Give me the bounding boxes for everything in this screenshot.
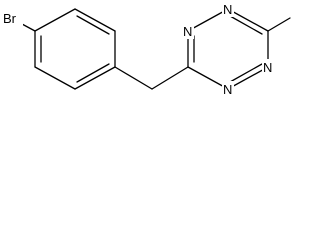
bond-n1-c6 xyxy=(227,8,269,32)
bond-c5-c6 xyxy=(34,66,76,90)
nitrogen-label-n5: N xyxy=(263,60,272,75)
bond-c4-c5 xyxy=(74,66,116,90)
bond-n5-n4 xyxy=(227,66,269,90)
double-bond-inner-top xyxy=(76,15,110,35)
bond-c1-c2 xyxy=(34,8,76,32)
bond-ch2-tetrazine xyxy=(151,66,189,90)
nitrogen-label-n2: N xyxy=(183,24,192,39)
bond-n2-n1 xyxy=(187,8,229,32)
tetrazine-double-bond-inner-bottom xyxy=(229,63,263,83)
bond-c2-c3 xyxy=(74,8,116,32)
nitrogen-label-n4: N xyxy=(223,82,232,97)
nitrogen-label-bg-1 xyxy=(222,1,234,17)
bromine-label-bg xyxy=(1,10,23,26)
benzene-ring xyxy=(34,8,116,90)
bond-ring-ch2 xyxy=(114,66,153,90)
nitrogen-label-bg-4 xyxy=(222,81,234,97)
double-bond-inner-bottom xyxy=(76,63,110,83)
tetrazine-double-bond-inner-top xyxy=(229,15,263,35)
tetrazine-ring xyxy=(187,8,269,90)
nitrogen-label-n1: N xyxy=(223,2,232,17)
bond-n4-c3 xyxy=(187,66,229,90)
bromine-label: Br xyxy=(3,11,17,26)
nitrogen-label-bg-5 xyxy=(262,59,274,75)
nitrogen-label-bg-2 xyxy=(182,23,194,39)
chemical-structure-diagram: Br N N N N xyxy=(1,1,291,97)
bond-c6-methyl xyxy=(267,17,291,32)
bond-c-br xyxy=(21,23,36,32)
